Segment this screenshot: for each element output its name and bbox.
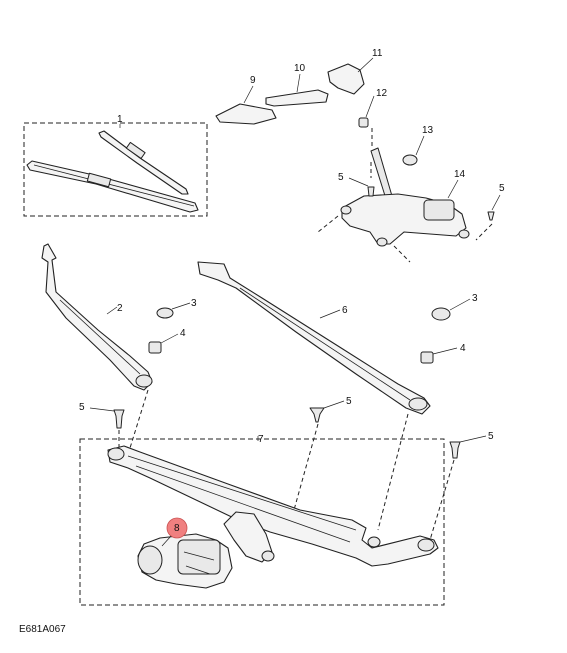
callout-12: 12	[376, 88, 388, 99]
callout-11: 11	[372, 48, 383, 59]
callout-13: 13	[422, 125, 434, 136]
callout-5-mid-center: 5	[346, 396, 352, 407]
cover-11	[327, 63, 365, 95]
bolt-top-right	[487, 211, 495, 221]
callout-3-left: 3	[191, 298, 197, 309]
cap-13	[402, 154, 418, 166]
diagram-reference-code: E681A067	[19, 624, 66, 635]
callout-5-top-left: 5	[338, 172, 344, 183]
cap-right	[431, 307, 451, 321]
callout-10: 10	[294, 63, 306, 74]
wiper-blade-1	[26, 130, 199, 213]
cap-left	[156, 307, 174, 319]
callout-9: 9	[250, 75, 256, 86]
callout-14: 14	[454, 169, 466, 180]
callout-1: 1	[117, 114, 123, 125]
wiper-motor-8	[137, 533, 233, 589]
cowl-trim-9	[215, 103, 277, 125]
callout-5-mid-left: 5	[79, 402, 85, 413]
nut-left	[148, 341, 162, 354]
callout-4-right: 4	[460, 343, 466, 354]
callout-5-top-right: 5	[499, 183, 505, 194]
wiper-arm-left	[41, 243, 153, 391]
callout-4-left: 4	[180, 328, 186, 339]
callout-2: 2	[117, 303, 123, 314]
linkage-group-box	[79, 438, 445, 606]
bolt-top-left	[367, 186, 375, 197]
callout-8-highlight	[166, 517, 188, 539]
bolt-mid-right	[449, 441, 461, 459]
cowl-trim-10	[265, 89, 329, 107]
callout-5-mid-right: 5	[488, 431, 494, 442]
nut-right	[420, 351, 434, 364]
bolt-mid-left	[113, 409, 125, 429]
bolt-mid-center	[309, 407, 325, 423]
wiper-arm-right	[197, 261, 431, 415]
callout-3-right: 3	[472, 293, 478, 304]
nut-12	[358, 117, 369, 128]
callout-8: 8	[174, 523, 180, 534]
rear-wiper-motor-14	[340, 147, 470, 247]
callout-6: 6	[342, 305, 348, 316]
callout-7: 7	[258, 434, 264, 445]
blade-group-box	[23, 122, 208, 217]
wiper-linkage-7	[107, 445, 439, 567]
